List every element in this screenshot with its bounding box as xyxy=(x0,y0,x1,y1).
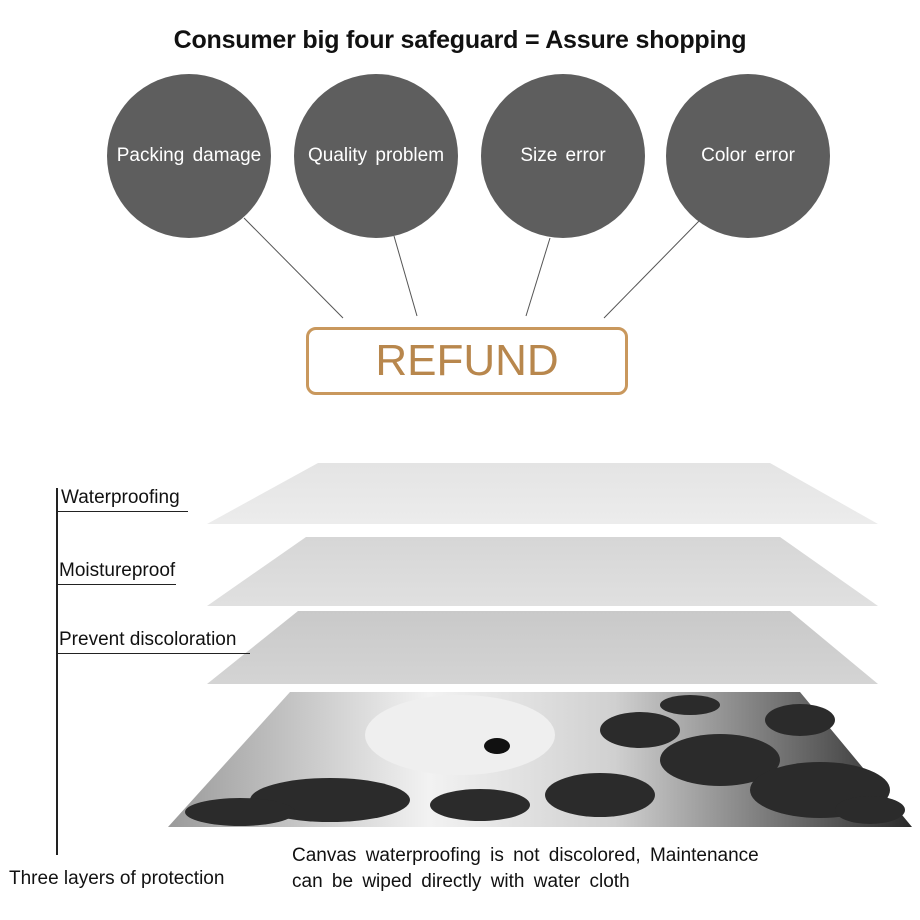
layer-label-underline xyxy=(56,653,250,654)
protection-label: Three layers of protection xyxy=(9,868,225,889)
safeguard-label: Packing damage xyxy=(116,145,262,166)
layer-label-moistureproof: Moistureproof xyxy=(59,560,176,581)
moistureproof-sheet xyxy=(207,537,878,606)
connector-line xyxy=(525,237,551,317)
caption-line: can be wiped directly with water cloth xyxy=(292,871,630,892)
safeguard-label: Color error xyxy=(701,145,795,166)
layer-label-prevent-discoloration: Prevent discoloration xyxy=(59,629,237,650)
refund-label: REFUND xyxy=(375,336,559,385)
safeguard-circle-size-error: Size error xyxy=(481,74,645,238)
layer-label-underline xyxy=(56,584,176,585)
page-title: Consumer big four safeguard = Assure sho… xyxy=(173,26,747,54)
artwork-butterflies xyxy=(185,695,905,826)
caption-text: Canvas waterproofing is not discolored, … xyxy=(292,843,759,895)
connector-line xyxy=(603,219,701,319)
waterproofing-sheet xyxy=(207,463,878,524)
connector-lines xyxy=(243,217,701,319)
connector-line xyxy=(393,235,418,317)
artwork-face xyxy=(365,695,555,775)
safeguard-circle-color-error: Color error xyxy=(666,74,830,238)
connector-line xyxy=(243,217,344,319)
discoloration-sheet xyxy=(207,611,878,684)
layer-label-underline xyxy=(56,511,188,512)
caption-line: Canvas waterproofing is not discolored, … xyxy=(292,845,759,866)
safeguard-label: Size error xyxy=(520,145,606,166)
safeguard-circle-packing-damage: Packing damage xyxy=(107,74,271,238)
safeguard-label: Quality problem xyxy=(307,145,445,166)
safeguard-circle-quality-problem: Quality problem xyxy=(294,74,458,238)
layers-bracket-line xyxy=(56,488,58,855)
refund-box: REFUND xyxy=(306,327,628,395)
layer-label-waterproofing: Waterproofing xyxy=(61,487,180,508)
artwork-lips xyxy=(484,738,510,754)
